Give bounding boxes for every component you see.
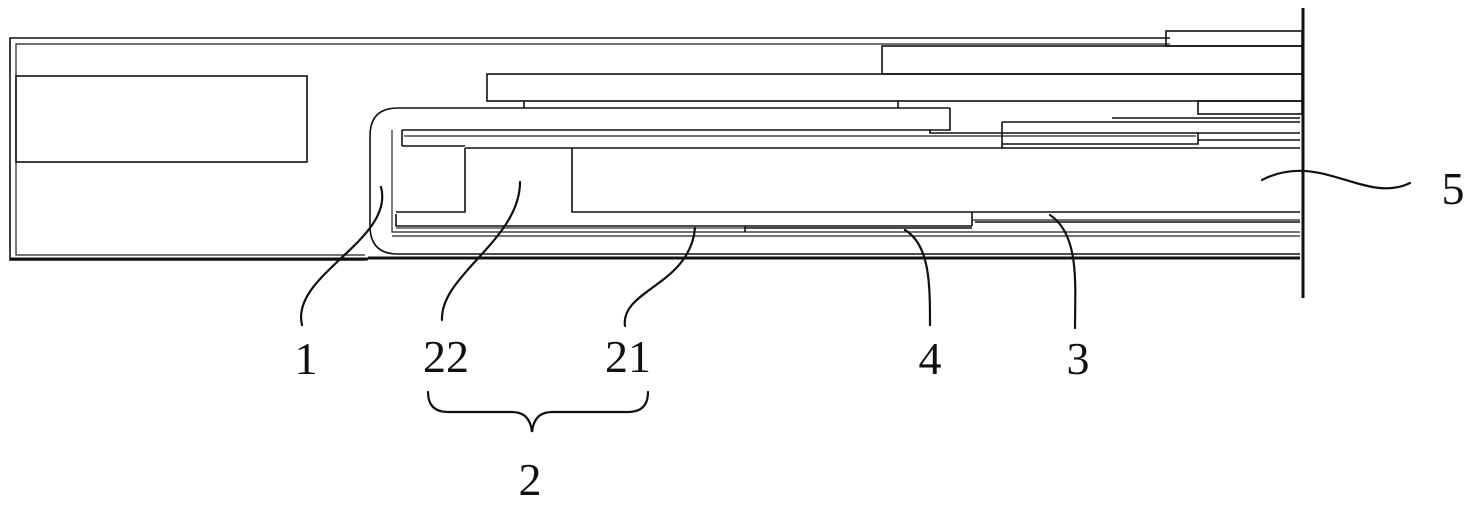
label-22: 22 [423, 331, 469, 382]
leader-5 [1260, 169, 1412, 190]
leader-21 [623, 226, 697, 328]
leader-3 [1048, 213, 1077, 330]
window-panel [15, 75, 308, 163]
label-3: 3 [1067, 333, 1090, 384]
label-4: 4 [919, 333, 942, 384]
part-21-body [395, 148, 1300, 232]
part-22-block [396, 147, 1300, 213]
part-1-bracket [368, 107, 1300, 260]
grouping-brace [426, 390, 650, 433]
label-1: 1 [295, 333, 318, 384]
upper-thin-plate [401, 117, 1300, 148]
leader-lines [299, 169, 1412, 330]
label-21: 21 [605, 331, 651, 382]
label-2: 2 [519, 454, 542, 505]
leader-22 [440, 180, 522, 322]
leader-4 [903, 228, 932, 327]
leader-1 [299, 185, 384, 327]
label-5: 5 [1442, 163, 1465, 214]
